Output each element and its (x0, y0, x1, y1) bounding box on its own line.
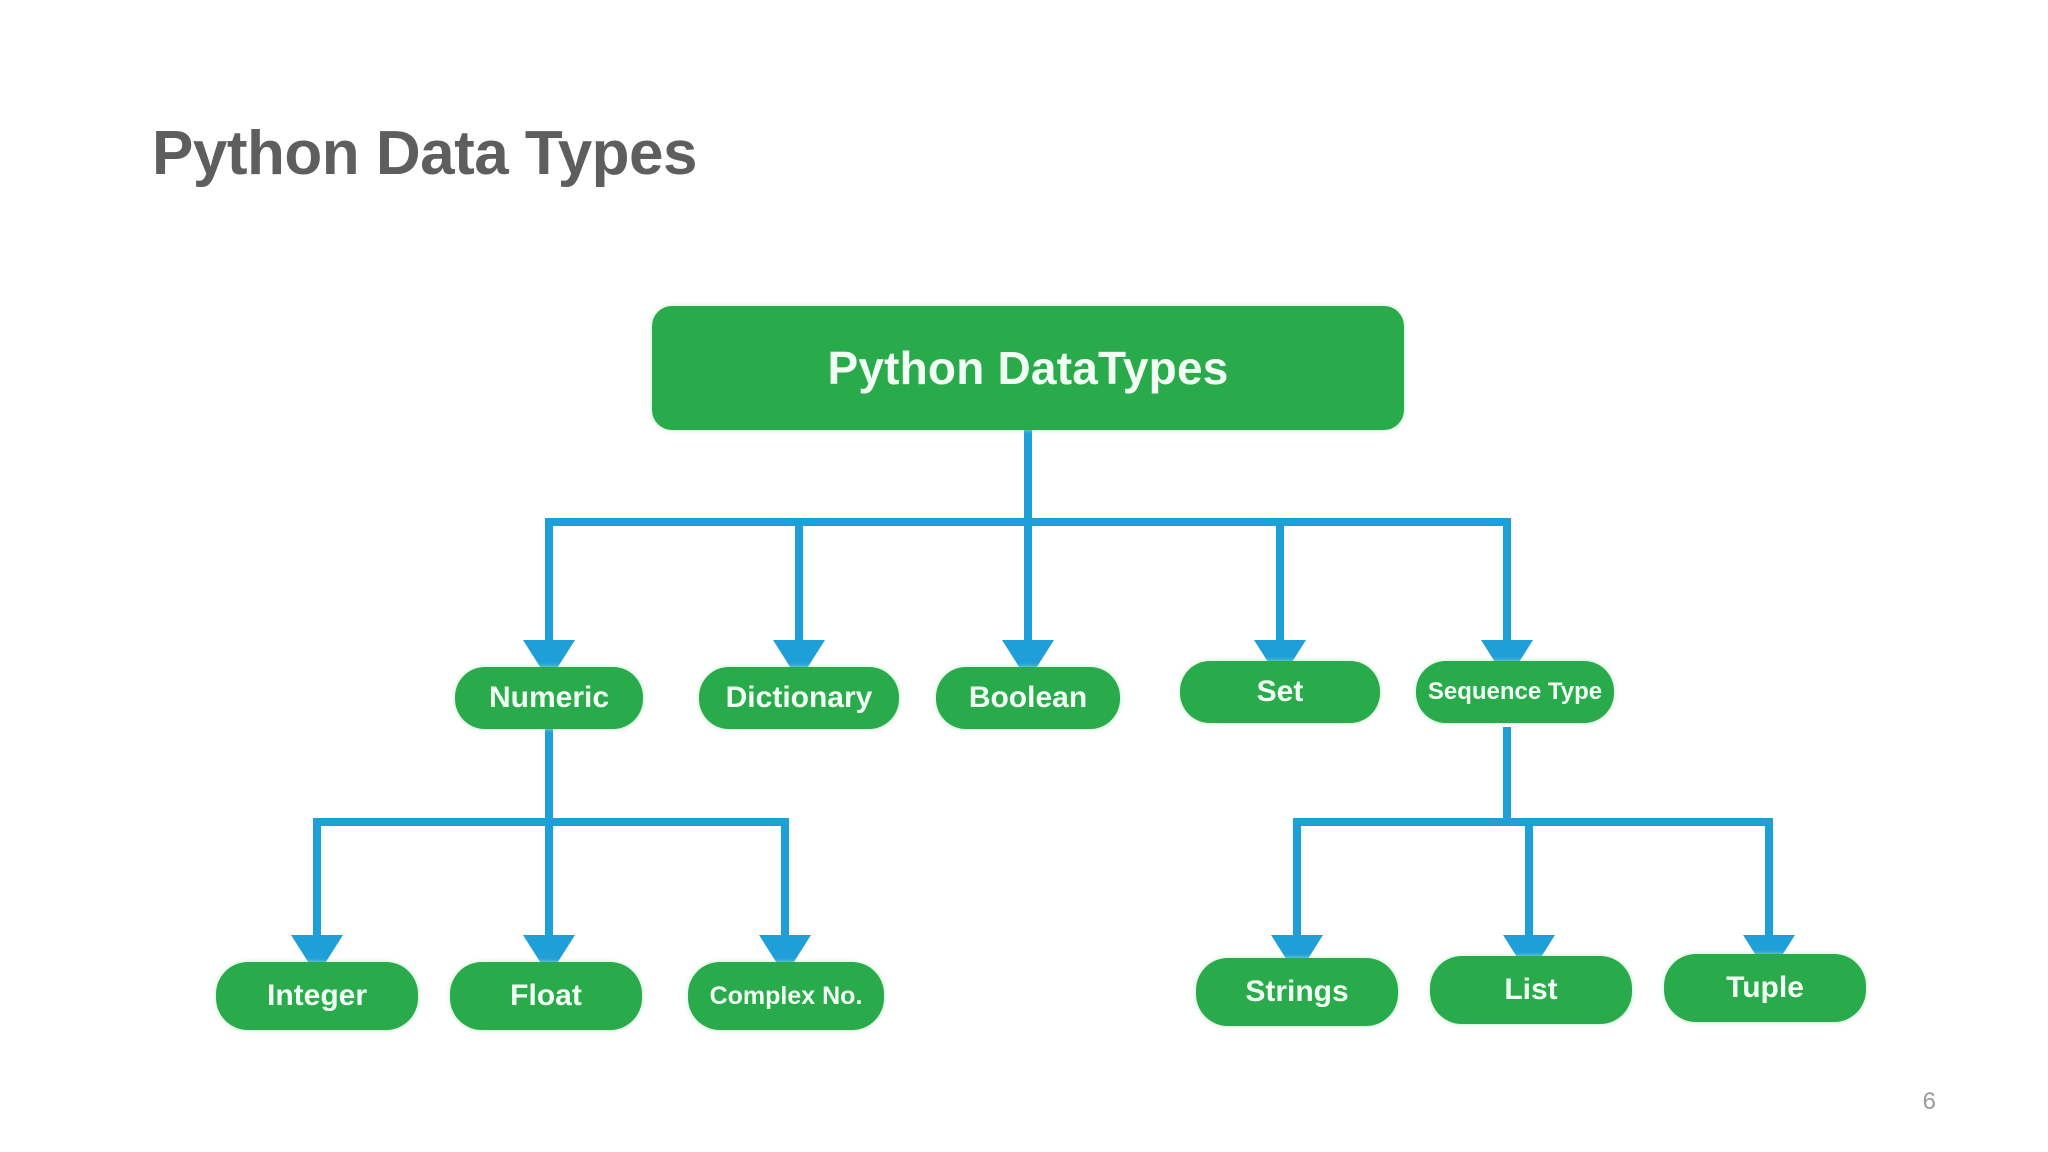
node-strings[interactable]: Strings (1196, 958, 1398, 1026)
slide-page-number: 6 (1922, 1088, 1936, 1115)
node-numeric[interactable]: Numeric (455, 667, 643, 729)
node-set[interactable]: Set (1180, 661, 1380, 723)
node-sequence-type[interactable]: Sequence Type (1416, 661, 1614, 723)
node-float[interactable]: Float (450, 962, 642, 1030)
node-root-python-datatypes[interactable]: Python DataTypes (652, 306, 1404, 430)
node-complex-no[interactable]: Complex No. (688, 962, 884, 1030)
node-tuple[interactable]: Tuple (1664, 954, 1866, 1022)
node-integer[interactable]: Integer (216, 962, 418, 1030)
node-boolean[interactable]: Boolean (936, 667, 1120, 729)
node-list[interactable]: List (1430, 956, 1632, 1024)
page-title: Python Data Types (152, 119, 698, 188)
node-dictionary[interactable]: Dictionary (699, 667, 899, 729)
